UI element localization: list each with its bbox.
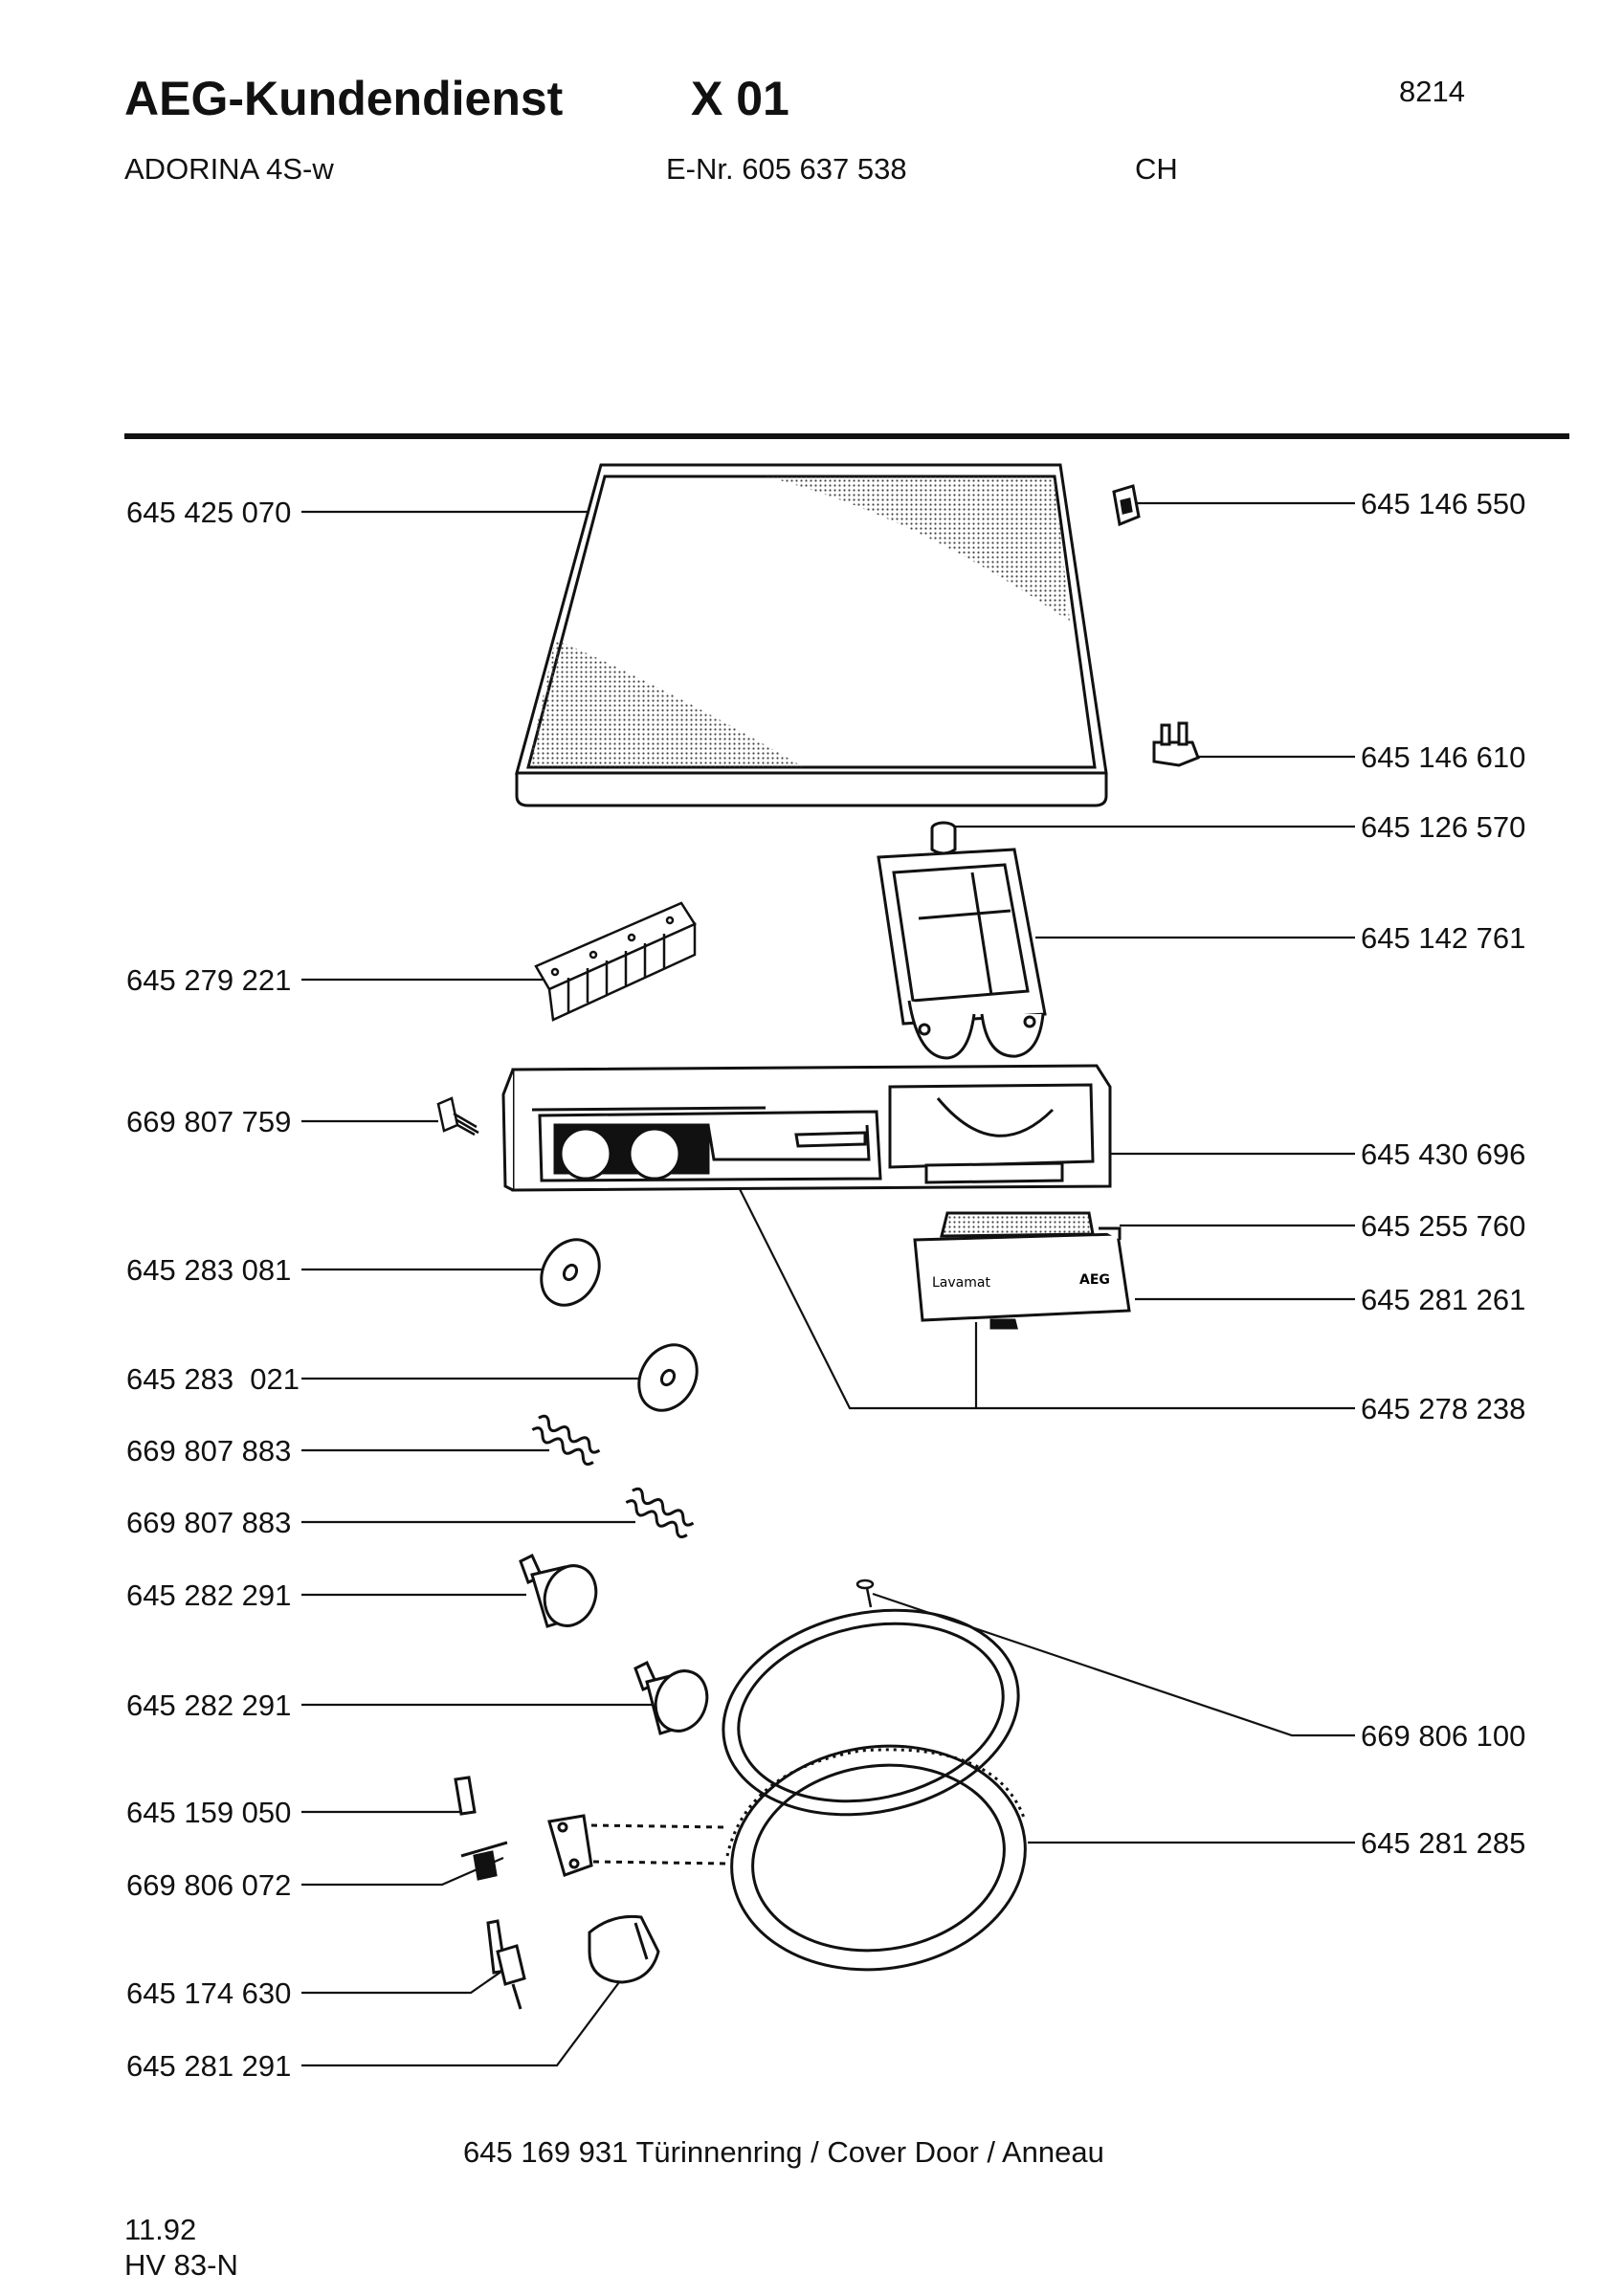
sheet-code: 8214 (1399, 75, 1465, 108)
part-label-right-8: 645 278 238 (1361, 1392, 1526, 1425)
part-label-left-5: 645 283 021 (126, 1362, 300, 1396)
panel-logo-text: AEG (1079, 1272, 1110, 1288)
part-label-left-7: 669 807 883 (126, 1506, 292, 1539)
part-label-right-4: 645 142 761 (1361, 921, 1526, 955)
hinge-bracket-part (547, 1814, 728, 1877)
sheet-number: X 01 (691, 72, 789, 125)
part-label-right-9: 669 806 100 (1361, 1719, 1526, 1753)
spring-part-2 (625, 1487, 695, 1538)
country-code: CH (1135, 152, 1178, 186)
part-label-left-10: 645 159 050 (126, 1796, 292, 1829)
hinge-clip-part (1152, 721, 1200, 767)
part-label-left-2: 645 279 221 (126, 963, 292, 997)
clip-part (1112, 484, 1141, 527)
detergent-drawer-part (877, 848, 1047, 1060)
part-label-right-6: 645 255 760 (1361, 1209, 1526, 1243)
part-label-right-5: 645 430 696 (1361, 1137, 1526, 1171)
part-label-left-13: 645 281 291 (126, 2049, 292, 2083)
part-label-left-1: 645 425 070 (126, 496, 292, 529)
part-label-right-1: 645 146 550 (1361, 487, 1526, 520)
part-label-right-7: 645 281 261 (1361, 1283, 1526, 1316)
brand-title: AEG-Kundendienst (124, 72, 564, 125)
door-handle-part (588, 1914, 660, 1984)
lock-part (486, 1919, 526, 2010)
part-label-left-4: 645 283 081 (126, 1253, 292, 1287)
part-label-left-8: 645 282 291 (126, 1578, 292, 1612)
small-screw-part (855, 1578, 875, 1608)
part-label-right-2: 645 146 610 (1361, 740, 1526, 774)
knob-part-2 (633, 1660, 709, 1735)
part-label-left-3: 669 807 759 (126, 1105, 292, 1138)
model-name: ADORINA 4S-w (124, 152, 334, 186)
door-ring-part (722, 1608, 1027, 1972)
cap-part (930, 821, 957, 855)
nut-part (460, 1841, 508, 1881)
part-label-right-3: 645 126 570 (1361, 810, 1526, 844)
footer-reference: HV 83-N (124, 2248, 238, 2282)
control-panel-part (501, 1064, 1112, 1192)
footer-date: 11.92 (124, 2213, 197, 2246)
washer-part-1 (540, 1238, 601, 1307)
washer-part-2 (637, 1343, 699, 1412)
terminal-strip-part (534, 901, 697, 1022)
panel-front-part (913, 1211, 1131, 1330)
screw-part (436, 1096, 479, 1137)
cover-door-note: 645 169 931 Türinnenring / Cover Door / … (463, 2135, 1104, 2169)
panel-brand-text: Lavamat (932, 1275, 990, 1291)
part-label-left-12: 645 174 630 (126, 1976, 292, 2010)
top-cover-part (515, 463, 1108, 807)
knob-part-1 (519, 1553, 598, 1628)
spring-part-1 (531, 1414, 601, 1466)
part-label-left-11: 669 806 072 (126, 1868, 292, 1902)
part-label-right-10: 645 281 285 (1361, 1826, 1526, 1860)
part-label-left-6: 669 807 883 (126, 1434, 292, 1468)
e-number: E-Nr. 605 637 538 (666, 152, 907, 186)
part-label-left-9: 645 282 291 (126, 1689, 292, 1722)
pin-part (454, 1776, 477, 1816)
